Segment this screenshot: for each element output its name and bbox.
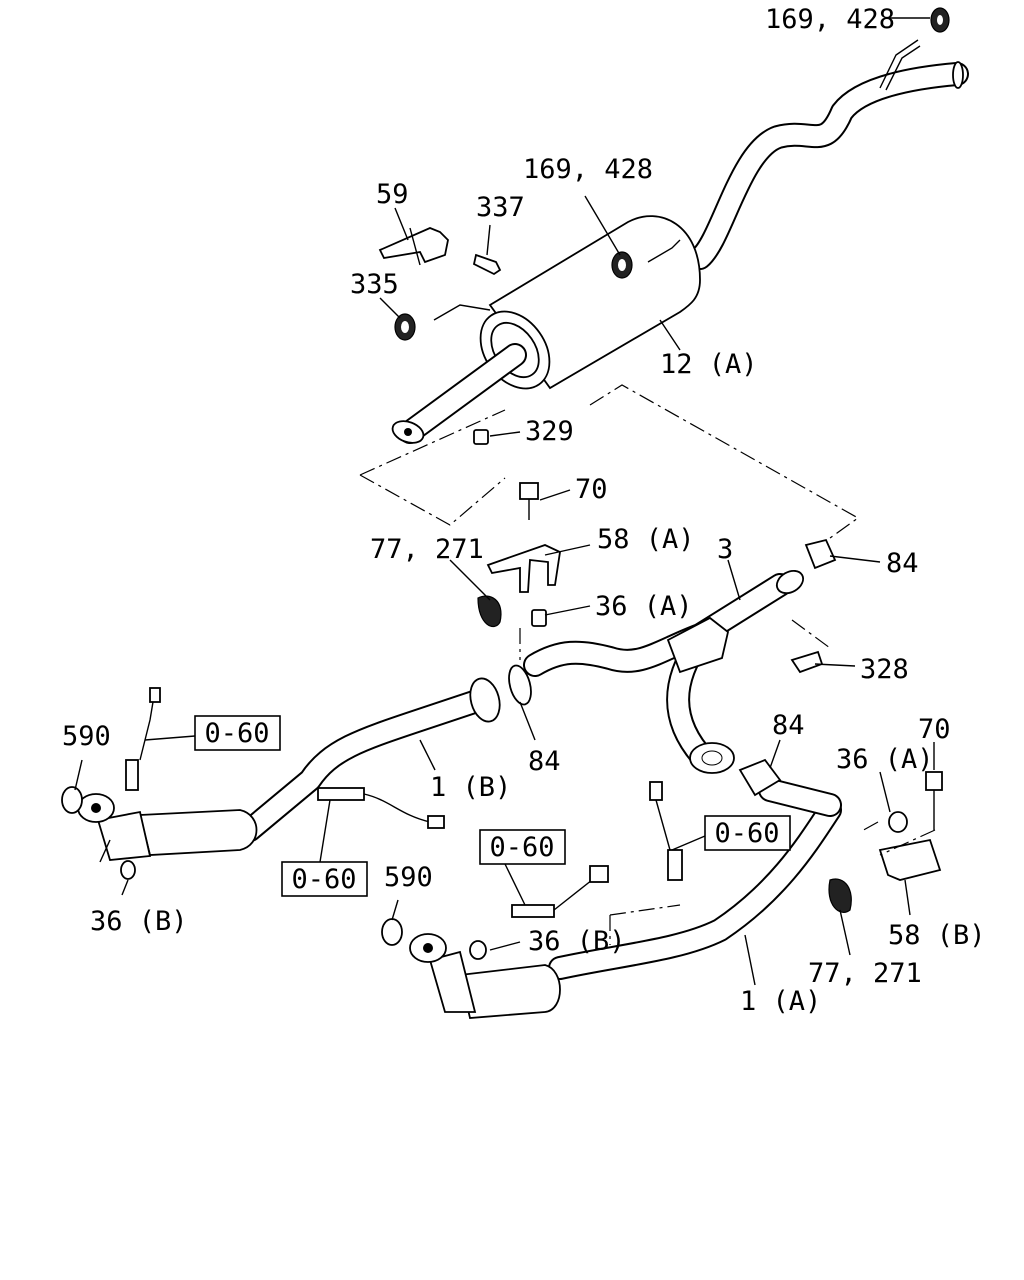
center-pipe bbox=[523, 569, 805, 774]
ref-box-right: 0-60 bbox=[704, 815, 791, 851]
callout-337: 337 bbox=[476, 192, 525, 223]
callout-590-left: 590 bbox=[62, 721, 111, 752]
gasket-590-mid bbox=[381, 918, 403, 946]
callout-36b-mid: 36 (B) bbox=[528, 926, 626, 957]
nut-36b-mid bbox=[469, 940, 487, 960]
callout-84-right: 84 bbox=[886, 548, 919, 579]
callout-36b-left: 36 (B) bbox=[90, 906, 188, 937]
ref-label-mid: 0-60 bbox=[489, 832, 554, 863]
connection-lines bbox=[359, 384, 936, 945]
gasket-84-low bbox=[738, 758, 782, 797]
nut-36a-top bbox=[531, 609, 547, 627]
hanger-bracket-59 bbox=[378, 227, 449, 266]
callout-36a-top: 36 (A) bbox=[595, 591, 693, 622]
callout-77-271-low: 77, 271 bbox=[808, 958, 922, 989]
ref-box-mid: 0-60 bbox=[479, 829, 566, 865]
callout-329: 329 bbox=[525, 416, 574, 447]
nut-36b-left bbox=[120, 860, 136, 880]
leader-lines bbox=[74, 17, 935, 986]
nut-329 bbox=[473, 429, 489, 445]
rubber-hanger-335 bbox=[394, 313, 416, 341]
callout-3: 3 bbox=[717, 534, 733, 565]
callout-59: 59 bbox=[376, 179, 409, 210]
bolt-328 bbox=[790, 650, 824, 674]
muffler-inlet-pipe bbox=[391, 343, 527, 444]
ref-box-left-low: 0-60 bbox=[281, 861, 368, 897]
callout-1a: 1 (A) bbox=[740, 986, 821, 1017]
ref-label-left-low: 0-60 bbox=[291, 864, 356, 895]
callout-58b: 58 (B) bbox=[888, 920, 986, 951]
rubber-hanger-mid bbox=[611, 251, 633, 279]
rubber-hanger-top bbox=[930, 7, 950, 33]
bracket-58b bbox=[878, 838, 942, 881]
clamp-77-271-low bbox=[828, 878, 852, 913]
callout-70-top: 70 bbox=[575, 474, 608, 505]
bolt-70-top bbox=[519, 482, 539, 520]
callout-169-428-mid: 169, 428 bbox=[523, 154, 653, 185]
callout-328: 328 bbox=[860, 654, 909, 685]
callout-58a: 58 (A) bbox=[597, 524, 695, 555]
callout-77-271-top: 77, 271 bbox=[370, 534, 484, 565]
o2-sensor-left-low bbox=[317, 787, 445, 829]
callout-1b: 1 (B) bbox=[430, 772, 511, 803]
gasket-590-left bbox=[61, 786, 83, 814]
callout-84-low: 84 bbox=[772, 710, 805, 741]
callout-335: 335 bbox=[350, 269, 399, 300]
front-pipe-b bbox=[77, 664, 532, 861]
clamp-77-271-top bbox=[477, 595, 502, 628]
front-pipe-a bbox=[409, 778, 842, 1019]
o2-sensor-right bbox=[649, 781, 683, 881]
ref-label-left-top: 0-60 bbox=[204, 718, 269, 749]
o2-sensor-mid bbox=[511, 865, 609, 918]
bolt-337 bbox=[472, 253, 502, 276]
ref-box-left-top: 0-60 bbox=[194, 715, 281, 751]
bolt-70-right bbox=[925, 771, 943, 830]
nut-36a-right bbox=[888, 811, 908, 833]
callout-169-428-top: 169, 428 bbox=[765, 4, 895, 35]
callout-590-mid: 590 bbox=[384, 862, 433, 893]
bracket-58a bbox=[486, 544, 561, 593]
callout-70-right: 70 bbox=[918, 714, 951, 745]
callout-12a: 12 (A) bbox=[660, 349, 758, 380]
tail-pipe bbox=[688, 39, 969, 270]
callout-36a-right: 36 (A) bbox=[836, 744, 934, 775]
ref-label-right: 0-60 bbox=[714, 818, 779, 849]
gasket-84-right bbox=[804, 538, 837, 570]
o2-sensor-left-top bbox=[125, 687, 161, 791]
callout-84-mid: 84 bbox=[528, 746, 561, 777]
